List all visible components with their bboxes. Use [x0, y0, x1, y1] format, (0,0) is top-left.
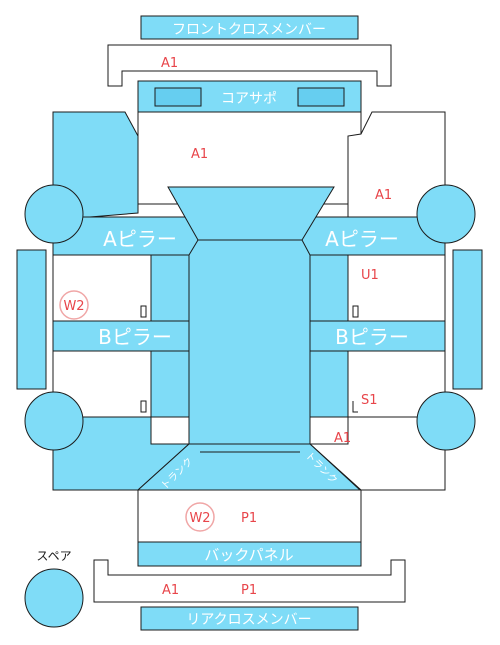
mark-right-rear-door: S1 — [361, 393, 378, 408]
rear-right-wheel[interactable] — [416, 391, 476, 451]
a-pillar-left-label: Aピラー — [103, 227, 177, 251]
spare-label: スペア — [36, 549, 71, 563]
mark-right-front-fender: A1 — [375, 188, 392, 203]
left-front-door[interactable] — [52, 254, 152, 322]
headlight-right — [297, 87, 345, 107]
rear-left-wheel[interactable] — [24, 391, 84, 451]
roof[interactable] — [188, 239, 311, 445]
mark-front-member: A1 — [161, 56, 178, 71]
b-pillar-left[interactable] — [52, 320, 190, 352]
right-rocker-rear — [309, 350, 349, 418]
mark-ring-trunk — [185, 502, 215, 532]
mark-trunk-p: P1 — [241, 511, 257, 526]
back-panel-label: バックパネル — [204, 546, 293, 564]
mark-trunk-w: W2 — [189, 511, 210, 526]
rear-cross-member-label: リアクロスメンバー — [186, 612, 311, 628]
mark-right-front-door: U1 — [361, 268, 379, 283]
door-handle-lf — [140, 305, 147, 318]
right-front-door[interactable] — [347, 254, 446, 322]
door-handle-rf — [352, 305, 359, 318]
left-rocker-front — [150, 254, 190, 322]
mark-front-area: A1 — [191, 147, 208, 162]
trunk[interactable] — [137, 489, 362, 543]
core-support-label: コアサポ — [221, 91, 277, 107]
spare-tire[interactable] — [24, 568, 84, 628]
right-rocker-front — [309, 254, 349, 322]
left-rocker-rear — [150, 350, 190, 418]
rear-cross-member[interactable] — [140, 606, 359, 631]
rear-member-bracket — [93, 559, 406, 603]
back-panel[interactable] — [137, 541, 362, 567]
b-pillar-right[interactable] — [309, 320, 446, 352]
front-cross-member-label: フロントクロスメンバー — [172, 22, 326, 38]
left-mirror[interactable] — [16, 249, 47, 390]
door-handle-rr — [352, 401, 358, 413]
door-handle-lr — [140, 400, 147, 413]
front-member-bracket — [107, 44, 392, 87]
right-mirror[interactable] — [452, 249, 483, 390]
front-right-wheel[interactable] — [416, 184, 476, 244]
front-left-wheel[interactable] — [24, 184, 84, 244]
mark-right-rear-fender: A1 — [334, 431, 351, 446]
b-pillar-left-label: Bピラー — [98, 325, 172, 349]
mark-ring-left-door — [59, 290, 89, 320]
mark-rear-member-p: P1 — [241, 583, 257, 598]
b-pillar-right-label: Bピラー — [335, 325, 409, 349]
a-pillar-right-label: Aピラー — [325, 227, 399, 251]
front-cross-member[interactable] — [140, 15, 359, 40]
mark-left-door: W2 — [63, 299, 84, 314]
mark-rear-member-a: A1 — [162, 583, 179, 598]
headlight-left — [154, 87, 202, 107]
